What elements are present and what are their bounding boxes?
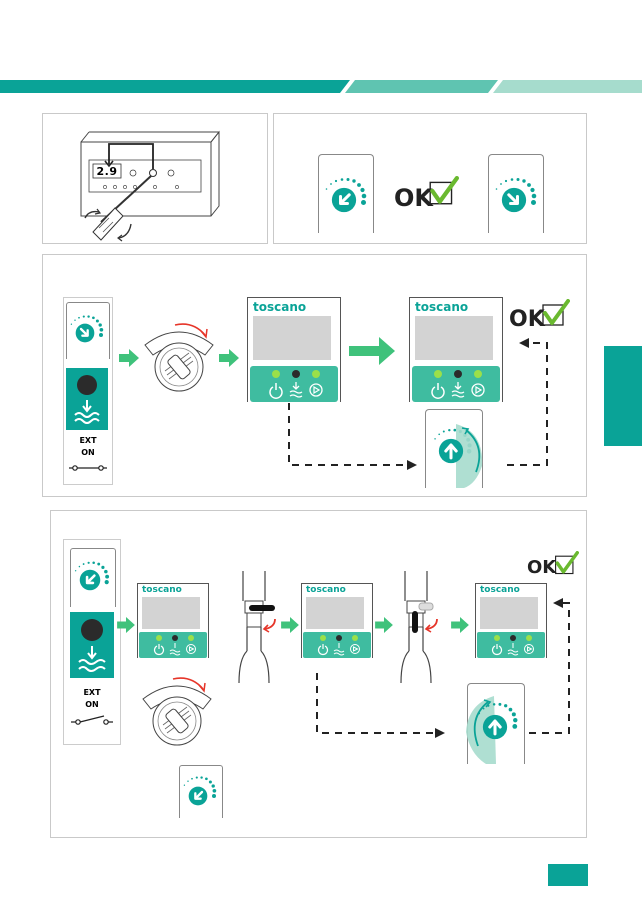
- dial-arrow-icon: [79, 569, 101, 591]
- flow-arrow-icon: [281, 617, 299, 633]
- wave-icon: [289, 382, 303, 398]
- page-number-tab: [548, 864, 588, 886]
- brand-label: toscano: [480, 585, 520, 595]
- display-screen: [253, 316, 331, 360]
- ext-label: EXT: [79, 436, 97, 445]
- dial-arrow-icon: [482, 714, 508, 740]
- brand-label: toscano: [415, 300, 469, 314]
- control-strip: EXT ON: [63, 539, 121, 745]
- power-icon: [491, 644, 503, 656]
- controller-unit: toscano: [301, 583, 373, 658]
- play-icon: [471, 383, 485, 397]
- ok-label: OK: [527, 557, 557, 578]
- dial-arrow-icon: [188, 786, 208, 806]
- brand-label: toscano: [306, 585, 346, 595]
- dial-card-right: [488, 154, 544, 233]
- display-screen: [142, 597, 200, 629]
- panel-sequence-2: EXT ON toscano: [50, 510, 587, 838]
- check-icon: [427, 176, 459, 208]
- check-icon: [553, 551, 579, 577]
- play-icon: [186, 644, 196, 654]
- flow-arrow-icon: [451, 617, 469, 633]
- flow-arrow-icon: [117, 617, 135, 633]
- ok-label: OK: [394, 184, 433, 212]
- display-screen: [480, 597, 538, 629]
- button-bar: [250, 366, 338, 402]
- dial-arrow-icon: [501, 187, 527, 213]
- flow-arrow-icon: [119, 349, 139, 367]
- faucet-icon: [400, 571, 438, 683]
- wave-icon: [451, 382, 465, 398]
- on-label: ON: [85, 700, 99, 709]
- dial-card-small: [179, 765, 223, 818]
- dial-card-up: [425, 409, 483, 488]
- button-bar: [303, 632, 371, 658]
- button-bar: [139, 632, 207, 658]
- controller-unit: toscano: [475, 583, 547, 658]
- display-screen: [306, 597, 364, 629]
- wave-icon: [333, 643, 345, 656]
- pump-button-block[interactable]: [66, 368, 108, 430]
- display-screen: [415, 316, 493, 360]
- wave-icon: [507, 643, 519, 656]
- controller-unit: toscano: [409, 297, 503, 402]
- pump-button-block[interactable]: [70, 612, 114, 678]
- header-band: [0, 0, 642, 100]
- big-flow-arrow-icon: [349, 337, 395, 365]
- dial-arrow-icon: [75, 323, 95, 343]
- flow-arrow-icon: [219, 349, 239, 367]
- pressure-switch-icon: [71, 715, 113, 725]
- brand-label: toscano: [142, 585, 182, 595]
- dial-arrow-icon: [438, 438, 464, 464]
- device-illustration: [80, 130, 220, 242]
- knob-icon: [139, 323, 219, 395]
- brand-label: toscano: [253, 300, 307, 314]
- play-icon: [350, 644, 360, 654]
- panel-device-adjust: 2.9: [42, 113, 268, 244]
- controller-unit: toscano: [137, 583, 209, 658]
- power-icon: [317, 644, 329, 656]
- pressure-switch-icon: [69, 465, 107, 471]
- power-icon: [431, 383, 445, 399]
- on-label: ON: [81, 448, 95, 457]
- controller-unit: toscano: [247, 297, 341, 402]
- ext-label: EXT: [83, 688, 101, 697]
- flow-arrow-icon: [375, 617, 393, 633]
- dashed-flow-path: [316, 598, 570, 738]
- dial-card-up: [466, 683, 525, 764]
- dial-card-left: [318, 154, 374, 233]
- check-icon: [540, 299, 570, 329]
- panel-dial-check: OK: [273, 113, 587, 244]
- panel-sequence-1: EXT ON toscano: [42, 254, 587, 497]
- button-bar: [477, 632, 545, 658]
- display-value: 2.9: [96, 165, 118, 178]
- play-icon: [524, 644, 534, 654]
- side-tab: [604, 346, 642, 446]
- faucet-icon: [238, 571, 276, 683]
- knob-icon: [137, 677, 217, 749]
- dial-arrow-icon: [331, 187, 357, 213]
- control-strip: EXT ON: [63, 297, 113, 485]
- play-icon: [309, 383, 323, 397]
- power-icon: [153, 644, 165, 656]
- ok-label: OK: [509, 307, 545, 332]
- wave-icon: [169, 643, 181, 656]
- button-bar: [412, 366, 500, 402]
- power-icon: [269, 383, 283, 399]
